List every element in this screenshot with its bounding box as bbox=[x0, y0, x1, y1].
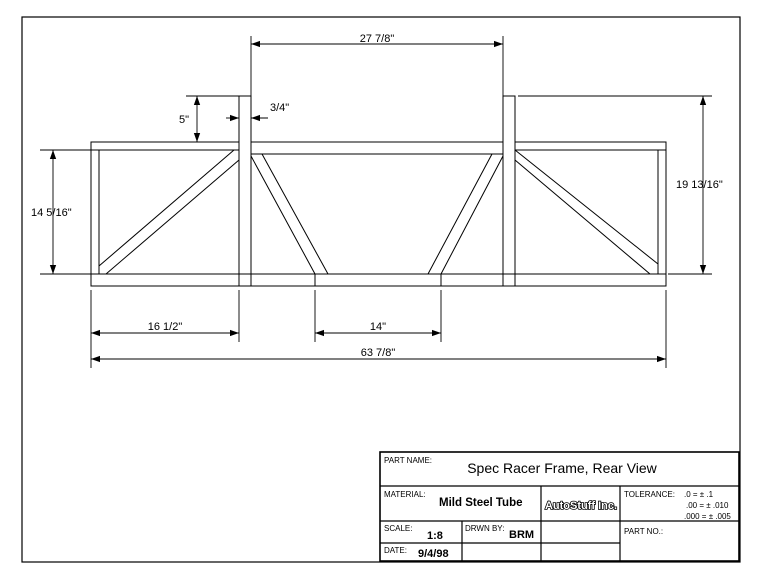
material-label: MATERIAL: bbox=[384, 490, 426, 499]
frame bbox=[90, 95, 667, 287]
right-center-post bbox=[502, 95, 516, 287]
bottom-rail bbox=[90, 273, 667, 287]
dim-post-height-label: 5" bbox=[179, 114, 189, 126]
scale-label: SCALE: bbox=[384, 524, 412, 533]
scale-value: 1:8 bbox=[427, 530, 443, 542]
dim-top-width-label: 27 7/8" bbox=[360, 33, 395, 45]
date-value: 9/4/98 bbox=[418, 548, 449, 560]
company-logo: AutoStuff Inc. bbox=[545, 500, 617, 512]
dimension-lines bbox=[40, 36, 712, 368]
top-rail-left bbox=[90, 141, 240, 151]
left-center-post bbox=[238, 95, 252, 287]
tolerance-line-3: .000 = ± .005 bbox=[684, 512, 731, 521]
date-label: DATE: bbox=[384, 546, 407, 555]
left-end-post bbox=[90, 149, 100, 275]
right-end-post bbox=[657, 149, 667, 275]
dim-left-height-label: 14 5/16" bbox=[31, 207, 72, 219]
top-rail-right bbox=[514, 141, 667, 151]
title-block: PART NAME: Spec Racer Frame, Rear View M… bbox=[379, 451, 740, 562]
part-name: Spec Racer Frame, Rear View bbox=[467, 460, 657, 476]
dim-post-width-label: 3/4" bbox=[270, 102, 289, 114]
diagonal-braces bbox=[98, 149, 659, 275]
sheet-border bbox=[21, 16, 741, 563]
part-no-label: PART NO.: bbox=[624, 527, 663, 536]
material-value: Mild Steel Tube bbox=[439, 497, 523, 509]
dim-overall-label: 63 7/8" bbox=[361, 347, 396, 359]
tolerance-line-2: .00 = ± .010 bbox=[686, 501, 729, 510]
tolerance-line-1: .0 = ± .1 bbox=[684, 490, 714, 499]
top-rail-center bbox=[250, 141, 504, 155]
part-name-label: PART NAME: bbox=[384, 456, 432, 465]
drawn-by-label: DRWN BY: bbox=[465, 524, 504, 533]
dim-bottom-center-label: 14" bbox=[370, 321, 386, 333]
dim-left-bay-label: 16 1/2" bbox=[148, 321, 183, 333]
drawn-by-value: BRM bbox=[509, 529, 534, 541]
dim-right-height-label: 19 13/16" bbox=[676, 179, 723, 191]
tolerance-label: TOLERANCE: bbox=[624, 490, 675, 499]
